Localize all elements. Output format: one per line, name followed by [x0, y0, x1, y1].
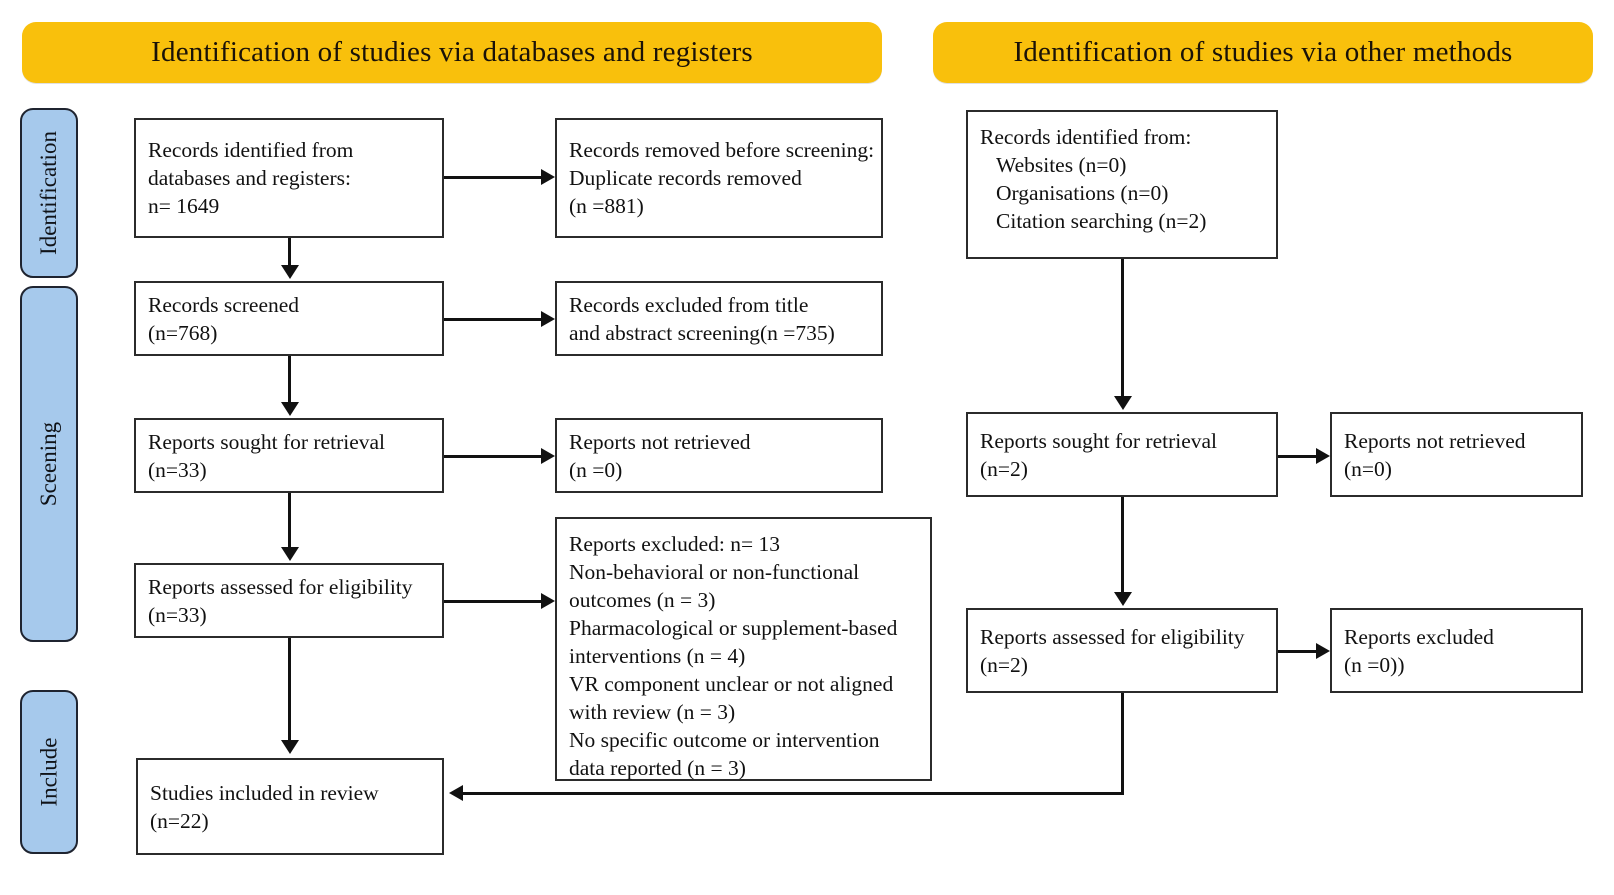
box-reports-assessed-eligibility-left: Reports assessed for eligibility (n=33) — [134, 563, 444, 638]
stage-bar-identification: Identification — [20, 108, 78, 278]
reports-excluded-line9: data reported (n = 3) — [569, 755, 746, 780]
connector-screened-to-excluded — [444, 318, 541, 321]
connector-assessed-to-excluded-right — [1278, 650, 1316, 653]
stage-bar-screening: Sceening — [20, 286, 78, 642]
arrowhead-screened-to-excluded — [541, 311, 555, 327]
arrowhead-screened-to-sought — [280, 402, 299, 416]
arrowhead-sought-to-not-retrieved-right — [1316, 448, 1330, 464]
box-records-screened: Records screened (n=768) — [134, 281, 444, 356]
reports-excluded-line3: outcomes (n = 3) — [569, 587, 716, 612]
stage-label-identification: Identification — [36, 131, 61, 255]
box-reports-sought-retrieval-left: Reports sought for retrieval (n=33) — [134, 418, 444, 493]
connector-elbow-vertical-to-included — [1121, 693, 1124, 795]
header-other-methods: Identification of studies via other meth… — [933, 22, 1593, 83]
records-identified-other-line1: Records identified from: — [980, 125, 1192, 149]
stage-label-include: Include — [36, 737, 61, 807]
records-identified-line1: Records identified from — [148, 138, 354, 163]
stage-label-screening: Sceening — [36, 421, 61, 507]
reports-excluded-line7: with review (n = 3) — [569, 699, 736, 724]
arrowhead-identified-other-to-sought — [1113, 396, 1132, 410]
reports-not-retrieved-right-line2: (n=0) — [1344, 456, 1392, 481]
stage-bar-include: Include — [20, 690, 78, 854]
reports-assessed-left-line2: (n=33) — [148, 602, 207, 627]
header-left-label: Identification of studies via databases … — [151, 36, 753, 68]
connector-identified-to-screened — [288, 238, 291, 267]
box-records-identified-other: Records identified from: Websites (n=0) … — [966, 110, 1278, 259]
records-screened-line1: Records screened — [148, 292, 300, 317]
reports-sought-right-line2: (n=2) — [980, 456, 1028, 481]
connector-identified-other-to-sought — [1121, 259, 1124, 398]
box-studies-included-review: Studies included in review (n=22) — [136, 758, 444, 855]
studies-included-line1: Studies included in review — [150, 780, 379, 805]
reports-excluded-line2: Non-behavioral or non-functional — [569, 559, 860, 584]
records-excluded-line2: and abstract screening(n =735) — [569, 320, 835, 345]
arrowhead-assessed-to-excluded-left — [541, 593, 555, 609]
connector-sought-to-not-retrieved-right — [1278, 455, 1316, 458]
reports-sought-right-line1: Reports sought for retrieval — [980, 428, 1218, 453]
records-screened-line2: (n=768) — [148, 320, 218, 345]
records-identified-line3: n= 1649 — [148, 193, 220, 218]
box-reports-assessed-eligibility-right: Reports assessed for eligibility (n=2) — [966, 608, 1278, 693]
records-identified-line2: databases and registers: — [148, 166, 351, 191]
records-removed-line3: (n =881) — [569, 193, 644, 218]
header-databases-registers: Identification of studies via databases … — [22, 22, 882, 83]
reports-sought-left-line2: (n=33) — [148, 457, 207, 482]
connector-sought-to-assessed-left — [288, 493, 291, 549]
arrowhead-elbow-to-included — [449, 785, 463, 801]
box-records-identified-databases: Records identified from databases and re… — [134, 118, 444, 238]
box-records-excluded-screening: Records excluded from title and abstract… — [555, 281, 883, 356]
reports-excluded-line4: Pharmacological or supplement-based — [569, 615, 898, 640]
box-reports-not-retrieved-right: Reports not retrieved (n=0) — [1330, 412, 1583, 497]
reports-excluded-line8: No specific outcome or intervention — [569, 727, 880, 752]
arrowhead-assessed-to-included — [280, 740, 299, 754]
connector-assessed-to-included — [288, 638, 291, 742]
reports-excluded-line6: VR component unclear or not aligned — [569, 671, 894, 696]
records-removed-line1: Records removed before screening: — [569, 138, 875, 163]
reports-excluded-right-line2: (n =0)) — [1344, 652, 1405, 677]
records-identified-other-line3: Organisations (n=0) — [996, 180, 1169, 205]
arrowhead-sought-to-assessed-right — [1113, 592, 1132, 606]
records-identified-other-line4: Citation searching (n=2) — [996, 208, 1207, 233]
reports-not-retrieved-right-line1: Reports not retrieved — [1344, 428, 1526, 453]
connector-elbow-horizontal-to-included — [463, 792, 1124, 795]
reports-assessed-right-line1: Reports assessed for eligibility — [980, 624, 1245, 649]
reports-assessed-right-line2: (n=2) — [980, 652, 1028, 677]
connector-screened-to-sought — [288, 356, 291, 404]
records-excluded-line1: Records excluded from title — [569, 292, 809, 317]
connector-sought-to-not-retrieved-left — [444, 455, 541, 458]
studies-included-line2: (n=22) — [150, 808, 209, 833]
box-reports-sought-retrieval-right: Reports sought for retrieval (n=2) — [966, 412, 1278, 497]
header-right-label: Identification of studies via other meth… — [1013, 36, 1513, 68]
reports-excluded-right-line1: Reports excluded — [1344, 624, 1494, 649]
connector-assessed-to-excluded-left — [444, 600, 541, 603]
reports-not-retrieved-left-line1: Reports not retrieved — [569, 429, 751, 454]
arrowhead-identified-to-screened — [280, 265, 299, 279]
reports-not-retrieved-left-line2: (n =0) — [569, 457, 623, 482]
reports-assessed-left-line1: Reports assessed for eligibility — [148, 574, 413, 599]
box-reports-excluded-right: Reports excluded (n =0)) — [1330, 608, 1583, 693]
reports-excluded-line5: interventions (n = 4) — [569, 643, 746, 668]
reports-excluded-line1: Reports excluded: n= 13 — [569, 532, 780, 556]
records-identified-other-line2: Websites (n=0) — [996, 152, 1127, 177]
reports-sought-left-line1: Reports sought for retrieval — [148, 429, 386, 454]
arrowhead-assessed-to-excluded-right — [1316, 643, 1330, 659]
connector-identified-to-removed — [444, 176, 541, 179]
records-removed-line2: Duplicate records removed — [569, 166, 802, 191]
box-records-removed-before-screening: Records removed before screening: Duplic… — [555, 118, 883, 238]
arrowhead-sought-to-assessed-left — [280, 547, 299, 561]
connector-sought-to-assessed-right — [1121, 497, 1124, 594]
arrowhead-identified-to-removed — [541, 169, 555, 185]
arrowhead-sought-to-not-retrieved-left — [541, 448, 555, 464]
box-reports-excluded-detail: Reports excluded: n= 13 Non-behavioral o… — [555, 517, 932, 781]
box-reports-not-retrieved-left: Reports not retrieved (n =0) — [555, 418, 883, 493]
